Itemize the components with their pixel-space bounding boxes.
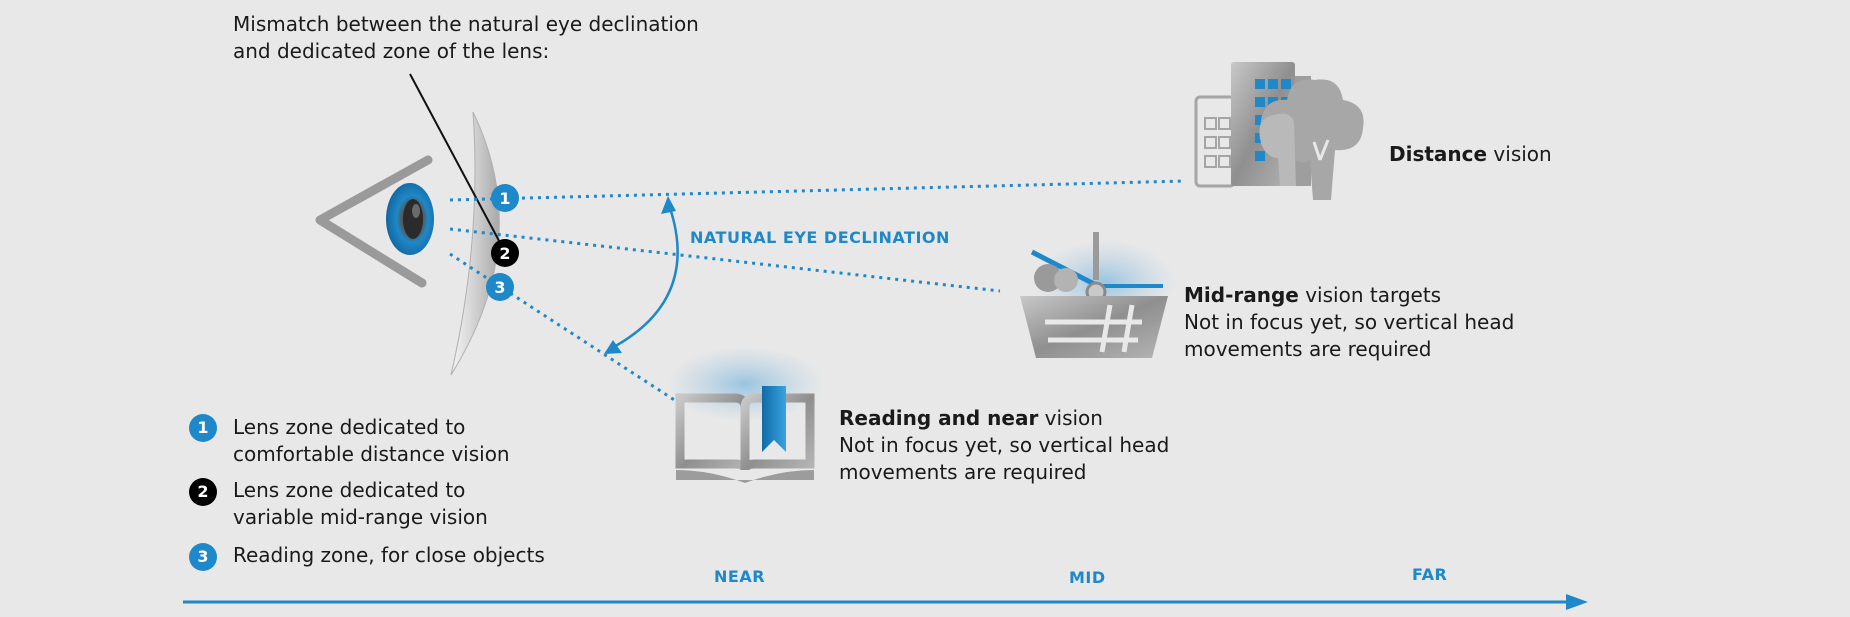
legend-2-line2: variable mid-range vision [233, 505, 488, 529]
axis-label-mid: MID [1069, 568, 1106, 587]
mismatch-callout-line2: and dedicated zone of the lens: [233, 39, 550, 63]
axis-label-far: FAR [1412, 565, 1448, 584]
reading-note-line2: movements are required [839, 460, 1087, 484]
legend-1-line1: Lens zone dedicated to [233, 415, 466, 439]
lens-marker-3: 3 [486, 273, 514, 301]
sight-lines [449, 179, 1186, 407]
axis-label-near: NEAR [714, 567, 766, 586]
reading-note-line1: Not in focus yet, so vertical head [839, 433, 1170, 457]
eye-icon [315, 155, 434, 288]
city-trees-icon [1194, 62, 1364, 200]
reading-rest: vision [1038, 406, 1103, 430]
legend-1-line2: comfortable distance vision [233, 442, 510, 466]
midrange-note-line2: movements are required [1184, 337, 1432, 361]
basket-icon [1020, 232, 1177, 358]
midrange-rest: vision targets [1298, 283, 1442, 307]
legend-3-line1: Reading zone, for close objects [233, 543, 545, 567]
svg-text:3: 3 [494, 278, 505, 297]
legend-badge-3: 3 [189, 543, 217, 571]
distance-vision-heading: Distance vision [1389, 141, 1552, 168]
lens-marker-1: 1 [491, 184, 519, 212]
declination-label: NATURAL EYE DECLINATION [690, 228, 950, 247]
distance-rest: vision [1487, 142, 1552, 166]
distance-bold: Distance [1389, 142, 1488, 166]
svg-text:1: 1 [499, 189, 510, 208]
declination-arc [604, 196, 679, 354]
callout-pointer [409, 73, 506, 253]
midrange-heading: Mid-range vision targets [1184, 282, 1441, 309]
midrange-note-line1: Not in focus yet, so vertical head [1184, 310, 1515, 334]
legend-badge-1: 1 [189, 414, 217, 442]
distance-axis [183, 594, 1588, 610]
reading-heading: Reading and near vision [839, 405, 1103, 432]
midrange-bold: Mid-range [1184, 283, 1299, 307]
legend-badge-2: 2 [189, 478, 217, 506]
lens-icon [450, 111, 500, 376]
lens-marker-2: 2 [491, 239, 519, 267]
legend-2-line1: Lens zone dedicated to [233, 478, 466, 502]
reading-bold: Reading and near [839, 406, 1039, 430]
mismatch-callout-line1: Mismatch between the natural eye declina… [233, 12, 699, 36]
book-icon [665, 346, 825, 483]
svg-text:2: 2 [499, 244, 510, 263]
